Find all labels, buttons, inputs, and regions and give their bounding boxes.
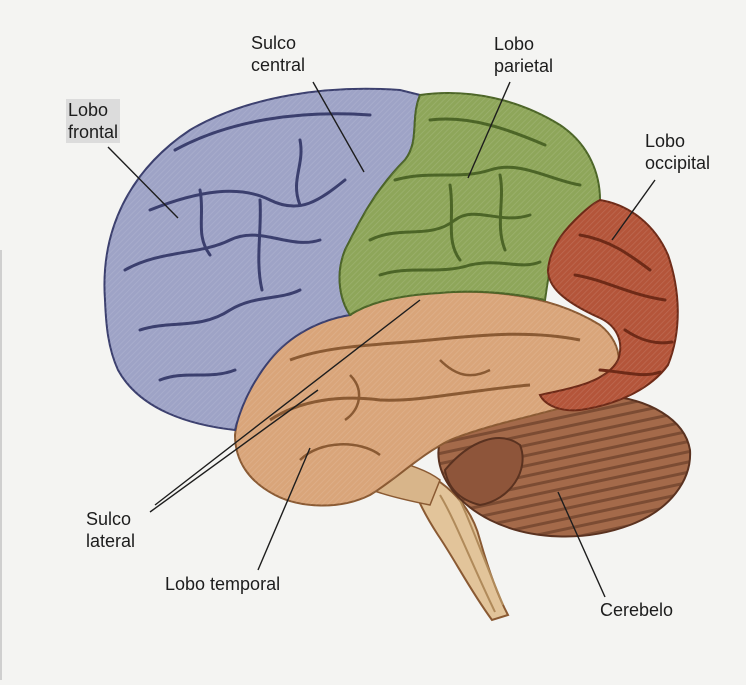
cerebellum: [437, 393, 692, 538]
label-cerebellum: Cerebelo: [600, 600, 674, 620]
page-edge-divider: [0, 250, 2, 680]
temporal-lobe: [233, 290, 620, 507]
leader-line-temporal: [257, 447, 311, 571]
label-occipital-lobe: Lobo occipital: [645, 131, 711, 173]
leader-line-central-sulcus: [312, 81, 365, 173]
leader-line-parietal: [467, 81, 511, 179]
frontal-lobe: [103, 87, 422, 432]
leader-line-frontal: [107, 146, 179, 219]
label-lateral-sulcus: Sulco lateral: [86, 509, 136, 551]
parietal-lobe: [338, 92, 602, 317]
leader-line-lateral-sulcus-1: [149, 389, 319, 513]
label-temporal-lobe: Lobo temporal: [165, 574, 281, 594]
leader-line-cerebellum: [557, 491, 606, 598]
label-parietal-lobe: Lobo parietal: [494, 34, 554, 76]
label-central-sulcus: Sulco central: [251, 33, 306, 75]
occipital-lobe: [538, 198, 679, 412]
label-frontal-lobe: Lobo frontal: [66, 99, 121, 143]
leader-line-lateral-sulcus-2: [154, 299, 421, 506]
leader-lines: [107, 81, 656, 598]
leader-line-occipital: [611, 179, 656, 241]
